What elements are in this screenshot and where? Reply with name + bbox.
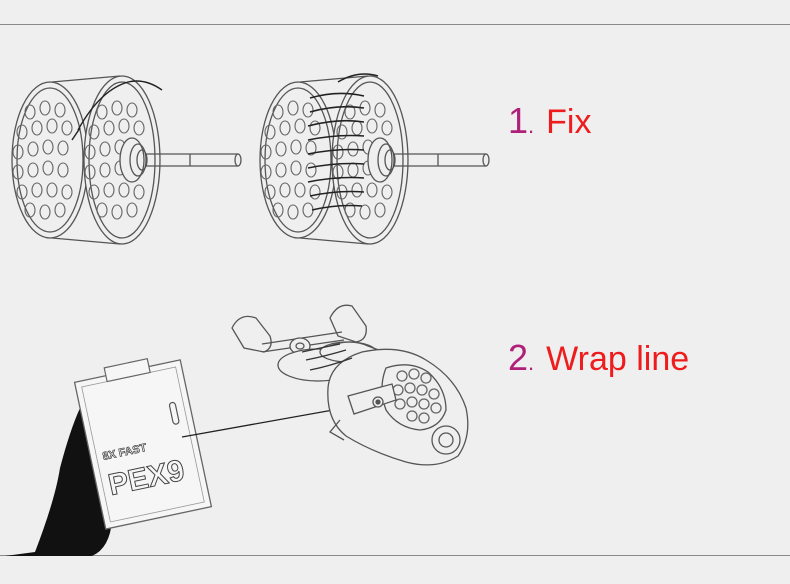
step-1-number: 1 [508,100,529,141]
baitcast-reel-illustration [231,304,469,466]
spool-illustration-fix [12,76,241,244]
line-package [73,358,213,530]
step-1: 1 . Fix [508,100,591,142]
spool-illustration-wrapped [260,73,489,244]
step-1-separator: . [528,113,535,138]
step-2-separator: . [528,350,535,375]
step-2-number: 2 [508,337,529,378]
top-divider [0,24,790,25]
step-2: 2 . Wrap line [508,337,689,379]
bottom-divider [0,555,790,556]
step-1-label: Fix [546,103,592,141]
step-2-label: Wrap line [546,340,690,378]
